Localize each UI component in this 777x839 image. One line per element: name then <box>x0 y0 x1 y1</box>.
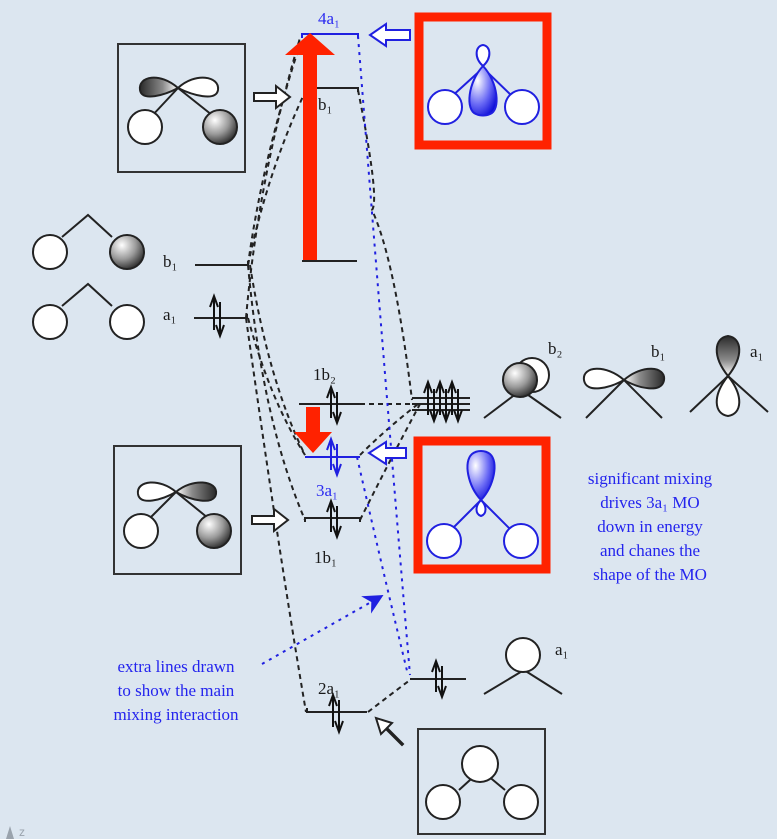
right-orbital-b2 <box>483 357 562 419</box>
electron-pair-2a1 <box>328 692 344 735</box>
energy-shift-arrows <box>285 33 335 453</box>
right-orbital-low-a1 <box>483 637 563 695</box>
corr-line-a1-4a1 <box>245 37 301 319</box>
label-right-b2: b₂ <box>548 339 562 358</box>
corr-line-a1-2a1 <box>245 317 307 713</box>
note-line: significant mixing <box>588 469 713 488</box>
arrow-3a1-down <box>294 407 332 453</box>
corr-line-b1-1b1 <box>247 264 306 521</box>
label-4a1: 4a₁ <box>318 9 340 28</box>
note-significant-mixing: significant mixing drives 3a₁ MO down in… <box>588 469 713 584</box>
label-frag-b1: b₁ <box>163 252 177 271</box>
level-frag-b1 <box>195 261 249 266</box>
mix-line-3a1-2a1 <box>356 456 409 676</box>
mixing-lines <box>261 35 411 676</box>
electron-pairs-frag-right <box>423 379 463 424</box>
label-2a1: 2a₁ <box>318 679 340 698</box>
note-line: and chanes the <box>600 541 700 560</box>
highlight-box-4a1 <box>414 12 552 150</box>
note-line: to show the main <box>118 681 235 700</box>
note-line: shape of the MO <box>593 565 707 584</box>
arrow-highlight-4a1 <box>368 22 411 48</box>
box-oxygen-free-h2 <box>417 728 546 835</box>
corr-line-b1-b1top <box>247 89 307 266</box>
label-3a1: 3a₁ <box>316 481 338 500</box>
arrow-4a1-up <box>285 33 335 260</box>
level-2a1 <box>306 708 367 713</box>
right-orbital-a1 <box>689 334 769 418</box>
box-b1-top <box>117 43 246 173</box>
note-line: extra lines drawn <box>117 657 235 676</box>
electron-pairs <box>209 293 463 735</box>
electron-pair-frag-right-a1 <box>431 658 447 700</box>
corr-line-b1-4a1 <box>247 37 303 266</box>
electron-pair-1b1 <box>326 498 342 540</box>
electron-pair-frag-a1 <box>209 293 225 339</box>
corr-line-3a1-right <box>359 403 419 456</box>
label-right-low-a1: a₁ <box>555 640 568 659</box>
mix-line-4a1-2a1 <box>357 35 411 676</box>
z-axis-indicator: z <box>6 825 25 839</box>
note-extra-lines: extra lines drawn to show the main mixin… <box>113 657 239 724</box>
frag-orbital-b1 <box>32 213 145 270</box>
level-4a1 <box>301 33 359 38</box>
z-axis-label: z <box>19 825 25 839</box>
level-labels: 4a₁ b₁ 1b₂ 3a₁ 1b₁ 2a₁ b₁ a₁ b₂ b₁ a₁ a₁ <box>163 9 763 698</box>
corr-line-b1top-right <box>357 89 413 401</box>
mo-levels <box>194 33 470 713</box>
arrow-box-b1-top <box>253 83 292 111</box>
note-line: down in energy <box>597 517 703 536</box>
arrow-box-2a1 <box>374 716 405 747</box>
label-frag-a1: a₁ <box>163 305 176 324</box>
label-1b1: 1b₁ <box>314 548 337 567</box>
box-1b1 <box>113 445 242 575</box>
level-frag-a1 <box>194 314 248 319</box>
arrow-box-1b1 <box>251 506 290 534</box>
note-line: drives 3a₁ MO <box>600 493 699 512</box>
corr-line-1b1-right <box>359 403 421 521</box>
label-right-b1: b₁ <box>651 342 665 361</box>
arrow-highlight-3a1 <box>367 440 407 466</box>
label-right-a1: a₁ <box>750 342 763 361</box>
note-line: mixing interaction <box>113 705 239 724</box>
corr-line-a1-3a1 <box>247 317 306 456</box>
correlation-lines <box>245 37 421 713</box>
corr-line-2a1-right <box>367 679 411 713</box>
label-b1-top: b₁ <box>318 95 332 114</box>
label-1b2: 1b₂ <box>313 365 336 384</box>
corr-line-b1-3a1 <box>249 264 306 456</box>
electron-pair-3a1 <box>326 436 342 478</box>
electron-pair-1b2 <box>326 384 342 426</box>
right-orbital-b1 <box>582 367 666 419</box>
extra-lines-pointer <box>261 595 384 665</box>
level-1b1 <box>304 517 361 522</box>
highlight-box-3a1 <box>413 436 551 574</box>
frag-orbital-a1 <box>32 282 145 340</box>
